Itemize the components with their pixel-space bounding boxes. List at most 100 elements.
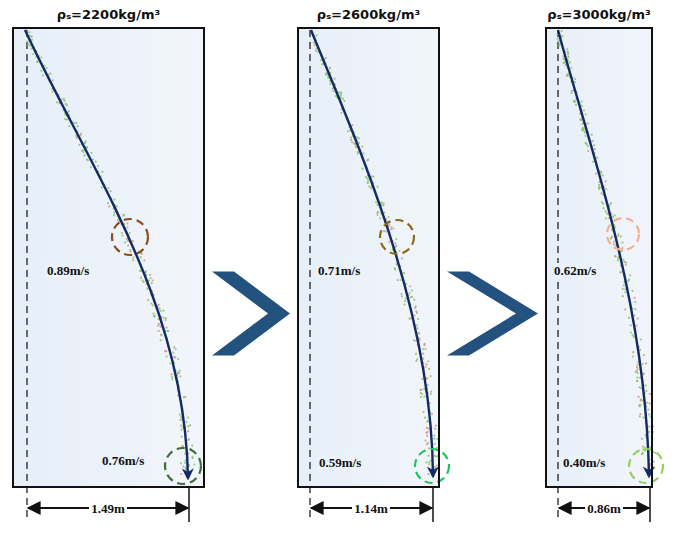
panel-fill [12,27,205,488]
particle-dot [638,396,640,398]
particle-dot [121,232,123,234]
particle-dot [180,425,182,427]
reference-line [309,30,310,522]
particle-dot [361,168,363,170]
particle-dot [647,408,649,410]
particle-dot [640,400,642,402]
particle-dot [385,230,387,232]
particle-dot [187,430,189,432]
particle-dot [567,56,569,58]
particle-dot [629,274,631,276]
particle-dot [645,384,647,386]
particle-dot [425,363,427,365]
particle-dot [64,118,66,120]
particle-dot [63,98,65,100]
particle-dot [587,122,589,124]
particle-dot [428,463,430,465]
particle-dot [428,447,430,449]
particle-dot [362,152,364,154]
density-title: ρₛ=2600kg/m³ [315,7,422,22]
particle-dot [641,453,643,455]
particle-dot [334,78,336,80]
density-title: ρₛ=3000kg/m³ [545,7,652,22]
particle-dot [605,188,607,190]
highlight-circle [415,449,449,483]
highlight-circle [165,448,201,484]
particle-dot [573,100,575,102]
particle-dot [427,455,429,457]
particle-dot [184,462,186,464]
velocity-label: 0.40m/s [561,455,607,470]
particle-dot [342,98,344,100]
particle-dot [165,317,167,319]
particle-dot [634,308,636,310]
particle-dot [615,256,617,258]
particle-dot [649,393,651,395]
particle-dot [632,351,634,353]
particle-dot [622,259,624,261]
particle-dot [77,125,79,127]
particle-dot [368,186,370,188]
particle-dot [643,373,645,375]
particle-dot [51,91,53,93]
particle-dot [83,154,85,156]
settling-panel: ρₛ=2200kg/m³0.89m/s0.76m/s [12,27,205,488]
particle-dot [167,330,169,332]
particle-dot [574,100,576,102]
particle-dot [367,182,369,184]
particle-dot [392,227,394,229]
particle-dot [179,414,181,416]
particle-dot [166,355,168,357]
particle-dot [574,81,576,83]
particle-dot [622,288,624,290]
particle-dot [623,284,625,286]
particle-dot [646,402,648,404]
particle-dot [367,179,369,181]
particle-dot [423,396,425,398]
particle-dot [570,92,572,94]
particle-dot [81,150,83,152]
particle-dot [430,393,432,395]
particle-dot [325,73,327,75]
particle-dot [162,310,164,312]
particle-dot [107,187,109,189]
particle-dot [403,304,405,306]
particle-dot [592,140,594,142]
particle-dot [427,442,429,444]
particle-dot [347,130,349,132]
particle-dot [436,464,438,466]
particle-dot [101,171,103,173]
particle-dot [354,145,356,147]
velocity-label: 0.89m/s [45,263,91,278]
particle-dot [351,124,353,126]
particle-dot [637,364,639,366]
particle-dot [424,440,426,442]
particle-dot [415,353,417,355]
particle-dot [82,151,84,153]
particle-dot [146,288,148,290]
particle-dot [180,429,182,431]
dimension-label: 0.86m [585,501,623,516]
particle-dot [132,259,134,261]
particle-dot [173,346,175,348]
particle-dot [401,257,403,259]
particle-dot [580,119,582,121]
particle-dot [428,461,430,463]
particle-dot [165,350,167,352]
particle-dot [356,136,358,138]
particle-dot [593,144,595,146]
particle-dot [631,290,633,292]
particle-dot [609,204,611,206]
particle-dot [191,445,193,447]
particle-dot [624,291,626,293]
particle-dot [637,318,639,320]
particle-dot [390,228,392,230]
particle-dot [605,210,607,212]
particle-dot [603,207,605,209]
particle-dot [562,58,564,60]
particle-cloud [556,30,656,469]
dimension-label: 1.49m [89,501,127,516]
particle-dot [566,48,568,50]
particle-dot [639,404,641,406]
